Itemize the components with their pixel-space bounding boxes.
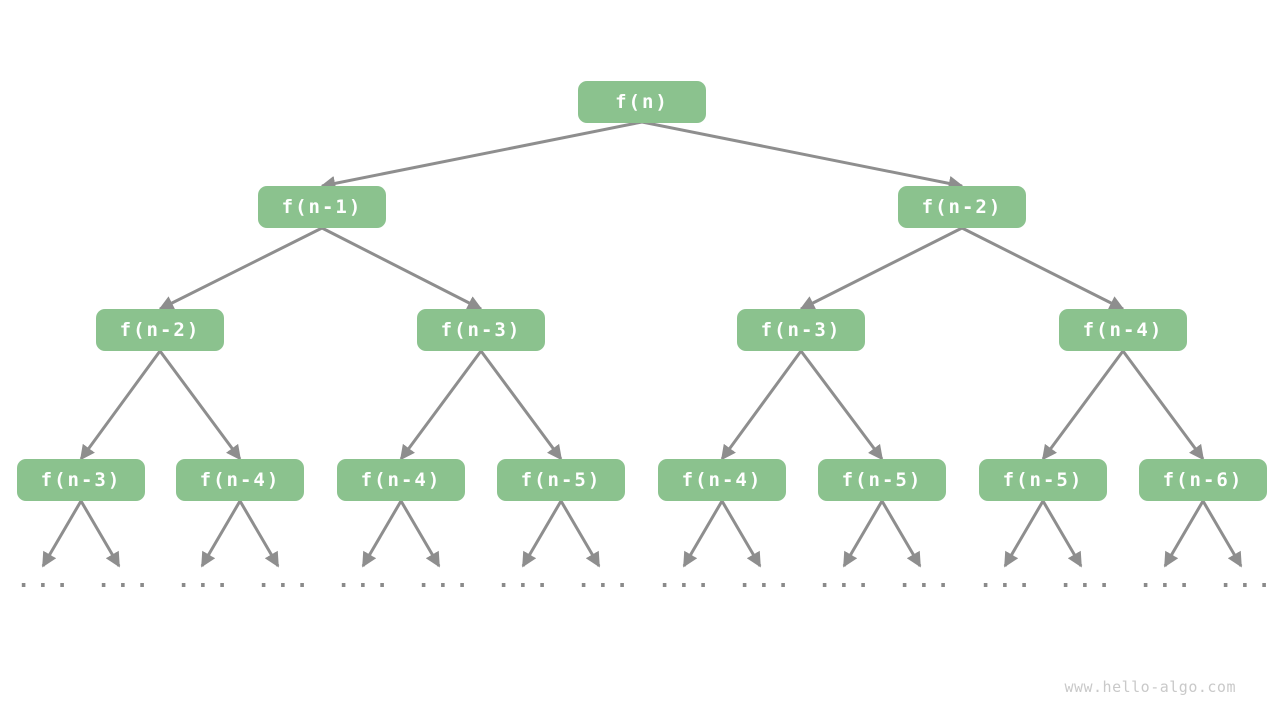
leaf-ellipsis: ...	[417, 568, 475, 593]
leaf-ellipsis: ...	[658, 568, 716, 593]
tree-edge	[1003, 500, 1045, 568]
leaf-ellipsis: ...	[1059, 568, 1117, 593]
tree-edge	[880, 500, 922, 568]
tree-edge	[1163, 500, 1205, 568]
tree-edge	[479, 350, 563, 461]
tree-node-root: f(n)	[578, 81, 706, 123]
tree-edge	[321, 226, 483, 311]
tree-edge	[320, 120, 643, 191]
leaf-ellipsis: ...	[177, 568, 235, 593]
tree-node: f(n-2)	[96, 309, 224, 351]
tree-node: f(n-4)	[176, 459, 304, 501]
tree-edge	[720, 350, 803, 461]
tree-edge	[961, 226, 1125, 311]
tree-node: f(n-5)	[818, 459, 946, 501]
leaf-ellipsis: ...	[97, 568, 155, 593]
tree-edge	[79, 350, 162, 461]
tree-edge	[641, 120, 964, 191]
tree-node: f(n-2)	[898, 186, 1026, 228]
tree-edge	[1041, 500, 1083, 568]
tree-edge	[1121, 350, 1205, 461]
tree-edge	[79, 500, 121, 568]
tree-node: f(n-5)	[979, 459, 1107, 501]
leaf-ellipsis: ...	[1139, 568, 1197, 593]
leaf-ellipsis: ...	[1219, 568, 1277, 593]
tree-edge	[238, 500, 280, 568]
tree-edge	[521, 500, 563, 568]
tree-edge	[1041, 350, 1125, 461]
tree-edge	[1201, 500, 1243, 568]
tree-edge	[799, 350, 884, 461]
tree-edge	[720, 500, 762, 568]
leaf-ellipsis: ...	[257, 568, 315, 593]
tree-edge	[799, 226, 963, 311]
tree-node: f(n-4)	[337, 459, 465, 501]
leaf-ellipsis: ...	[818, 568, 876, 593]
tree-node: f(n-6)	[1139, 459, 1267, 501]
leaf-ellipsis: ...	[979, 568, 1037, 593]
watermark: www.hello-algo.com	[1064, 678, 1236, 696]
leaf-ellipsis: ...	[17, 568, 75, 593]
tree-edge	[200, 500, 242, 568]
tree-node: f(n-3)	[737, 309, 865, 351]
tree-edge	[682, 500, 724, 568]
tree-edge	[158, 350, 242, 461]
tree-node: f(n-4)	[658, 459, 786, 501]
tree-edge	[399, 500, 441, 568]
tree-edge	[842, 500, 884, 568]
tree-node: f(n-3)	[417, 309, 545, 351]
tree-edge	[399, 350, 483, 461]
tree-node: f(n-3)	[17, 459, 145, 501]
tree-node: f(n-5)	[497, 459, 625, 501]
leaf-ellipsis: ...	[898, 568, 956, 593]
tree-edge	[158, 226, 323, 311]
tree-edge	[41, 500, 83, 568]
leaf-ellipsis: ...	[497, 568, 555, 593]
leaf-ellipsis: ...	[738, 568, 796, 593]
leaf-ellipsis: ...	[337, 568, 395, 593]
tree-node: f(n-1)	[258, 186, 386, 228]
tree-edge	[361, 500, 403, 568]
tree-edge	[559, 500, 601, 568]
tree-node: f(n-4)	[1059, 309, 1187, 351]
leaf-ellipsis: ...	[577, 568, 635, 593]
